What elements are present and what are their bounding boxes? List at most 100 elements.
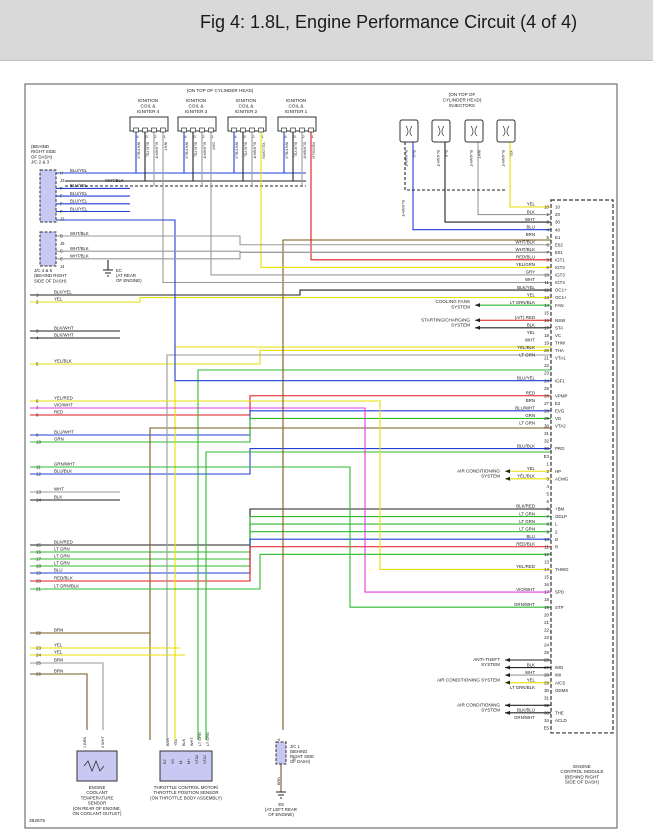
ecm-pin-number: 28: [544, 673, 549, 678]
ecm-pin-number: 20: [544, 348, 549, 353]
thwo-wire: [30, 400, 551, 570]
ecm-pin-number: 21: [544, 356, 549, 361]
ecm-pin-number: 12: [544, 288, 549, 293]
fuel-injector: [399, 119, 419, 143]
injector-common: [404, 142, 505, 191]
left-pin-number: 6: [36, 399, 39, 404]
left-wire-label: BLU/WHT: [54, 430, 74, 435]
ecm-pin-name: E01: [555, 250, 563, 255]
left-wire-label: GRN/WHT: [54, 462, 75, 467]
ecm-pin-name: VG: [555, 416, 562, 421]
ecm-pin-number: 30: [544, 424, 549, 429]
ecm-pin-name: THWO: [555, 567, 569, 572]
arrow-icon: [505, 665, 510, 670]
ecm-pin-number: 26: [544, 393, 549, 398]
throttle-wire-label: LT GRN: [198, 732, 202, 746]
coil-label: IGNITION: [186, 98, 206, 103]
ecm-pin-name: 40: [555, 227, 560, 232]
arrow-icon: [475, 318, 480, 323]
sensor-pin-label: 2 WHT: [101, 736, 105, 748]
ecm-pin-number: 20: [544, 612, 549, 617]
left-pin-number: 24: [36, 653, 41, 658]
ignition-coil: [177, 116, 217, 132]
ecm-pin-number: 3: [547, 476, 550, 481]
ecm-pin-number: 2: [547, 469, 550, 474]
coil-label: IGNITER 4: [137, 109, 160, 114]
injector-note: INJECTORS: [449, 103, 475, 108]
ecm-pin-name: HP: [555, 469, 561, 474]
harness-wire: [30, 395, 551, 416]
left-wire-label: BLK/YEL: [54, 290, 72, 295]
left-wire-label: YEL: [54, 643, 63, 648]
ecm-pin-number: 17: [544, 590, 549, 595]
junction-wire-label: BLU/YEL: [70, 199, 88, 204]
left-pin-number: 8: [36, 413, 39, 418]
coil-wire-label: WHT/BLK: [285, 142, 289, 159]
coil-wire-label: BLK/WHT: [155, 142, 159, 160]
ecm-wire-label: WHT: [525, 277, 535, 282]
igt1-wire: [310, 132, 551, 261]
junction-wire-label: BRN: [277, 777, 281, 785]
ecm-pin-number: 31: [544, 695, 549, 700]
sensor-label: TEMPERATURE: [81, 795, 114, 800]
coil-wire-label: WHT/BLK: [185, 142, 189, 159]
coil-wire-label: WHT/BLK: [235, 142, 239, 159]
ecm-pin-number: 9: [547, 265, 550, 270]
ecm-pin-name: VC: [555, 333, 561, 338]
ecm-wire-label: GRN/WHT: [514, 715, 535, 720]
left-pin-number: 13: [36, 490, 41, 495]
coil-label: IGNITION: [138, 98, 158, 103]
arrow-icon: [505, 658, 510, 662]
throttle-pin: M+: [187, 758, 191, 764]
harness-wire: [30, 538, 551, 574]
system-label: SYSTEM: [481, 708, 500, 713]
coil-pin-number: 4: [136, 135, 138, 139]
coil-pin-number: 1: [311, 135, 313, 139]
left-wire-label: BRN: [54, 628, 63, 633]
ecm-wire-label: LT GRN: [519, 353, 535, 358]
throttle-label: THROTTLE CONTROL MOTOR/: [154, 785, 219, 790]
ecm-wire-label: YEL: [527, 202, 536, 207]
ecm-label: CONTROL MODULE: [560, 769, 603, 774]
harness-wire: [30, 297, 551, 303]
ecm-pin-number: 1: [547, 461, 550, 466]
ecm-pin-number: 4: [547, 227, 550, 232]
ecm-pin-number: 27: [544, 401, 549, 406]
ecm-pin-number: E3: [544, 454, 550, 459]
coil-wire-label: RED/BLU: [312, 142, 316, 159]
ecm-wire-label: WHT: [525, 217, 535, 222]
ecm-pin-number: 33: [544, 446, 549, 451]
ecm-pin-number: 3: [547, 220, 550, 225]
ecm-wire-label: BLK/RED: [516, 504, 535, 509]
ecm-pin-name: NSW: [555, 318, 566, 323]
ecm-pin-name: IGT2: [555, 265, 565, 270]
ecm-pin-number: 11: [544, 280, 549, 285]
coil-pin-number: 4: [234, 135, 236, 139]
system-label: SYSTEM: [451, 304, 470, 309]
ecm-box: [550, 199, 614, 734]
thermistor-icon: [83, 759, 105, 773]
arrow-icon: [505, 476, 510, 481]
ecm-wire-label: WHT: [525, 338, 535, 343]
coil-pin-number: 2: [202, 135, 204, 139]
ground-label: OF ENGINE): [116, 278, 142, 283]
ecm-pin-number: 6: [547, 242, 550, 247]
coil-pin-number: 1: [211, 135, 213, 139]
ecm-wire-label: LT GRN/BLK: [510, 685, 535, 690]
coil-wire-label: BLK/WHT: [303, 142, 307, 160]
system-label: SYSTEM: [451, 322, 470, 327]
ecm-pin-number: 10: [544, 205, 549, 210]
ecm-pin-number: 12: [544, 552, 549, 557]
coil-pin: [208, 127, 214, 133]
ground-label: OF ENGINE): [268, 812, 294, 817]
left-wire-label: LT GRN: [54, 547, 70, 552]
left-wire-label: WHT: [54, 487, 64, 492]
ecm-wire-label: BLU/YEL: [517, 375, 536, 380]
junction-label: (BEHIND RIGHT: [34, 273, 67, 278]
left-pin-number: 17: [36, 557, 41, 562]
left-pin-number: 4: [36, 336, 39, 341]
coil-label: IGNITER 2: [235, 109, 258, 114]
ecm-wire-label: YEL: [527, 292, 536, 297]
left-wire-label: BLK: [54, 495, 62, 500]
junction-pin: J2: [60, 217, 65, 222]
